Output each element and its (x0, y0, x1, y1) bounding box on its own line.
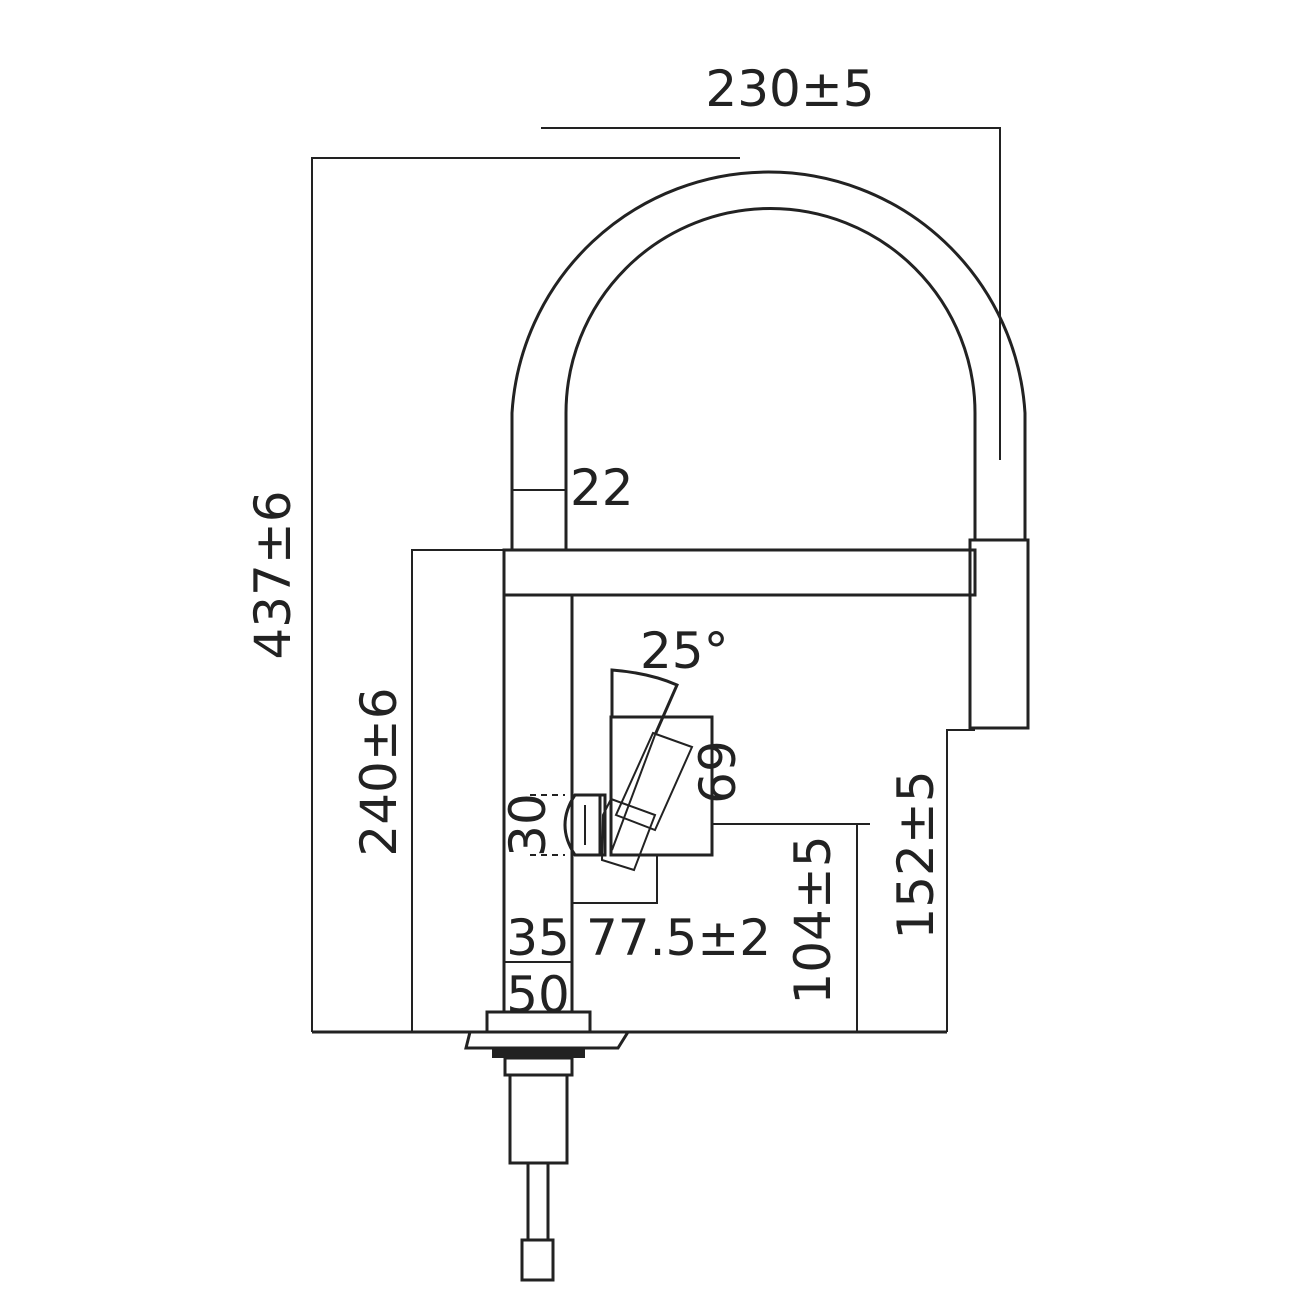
lever-reach-dimension-line (572, 855, 658, 904)
base-diameter-label: 50 (506, 966, 570, 1024)
washer (503, 1056, 574, 1077)
supply-hose (526, 1161, 550, 1242)
height-label: 437±6 (244, 490, 302, 659)
lever-cap (563, 793, 607, 857)
base-fittings (464, 1010, 631, 1282)
outlet-height-dimension-line (946, 729, 975, 1032)
body-arm (502, 548, 977, 597)
body-height-dimension-line (411, 549, 504, 1032)
mounting-shank (508, 1073, 569, 1165)
spout-outer-contour (510, 170, 1027, 550)
lever-angle-label: 25° (640, 622, 729, 680)
hose-connector (520, 1238, 555, 1282)
lever-axis-label: 104±5 (784, 835, 842, 1004)
lock-nut (492, 1048, 585, 1058)
reach-label: 230±5 (705, 60, 874, 118)
body-height-label: 240±6 (350, 687, 408, 856)
spout-diameter-label: 22 (570, 459, 634, 517)
lever-reach-label: 77.5±2 (586, 909, 771, 967)
lever (563, 668, 714, 872)
lever-width-label: 30 (499, 793, 557, 857)
spout (510, 170, 1027, 550)
spout-outlet-block (968, 538, 1030, 730)
tap-body (502, 538, 1030, 1012)
deck-plate (464, 1030, 631, 1050)
lever-handle-edge (611, 734, 656, 851)
lever-angle-ghost (610, 668, 679, 736)
height-dimension-line (311, 157, 740, 1032)
outlet-height-label: 152±5 (887, 770, 945, 939)
lever-height-label: 69 (689, 740, 747, 804)
reach-dimension-line (541, 127, 1001, 460)
lever-handle-rotated (614, 731, 694, 832)
spout-inner-contour (564, 207, 977, 550)
body-diameter-label: 35 (506, 909, 570, 967)
